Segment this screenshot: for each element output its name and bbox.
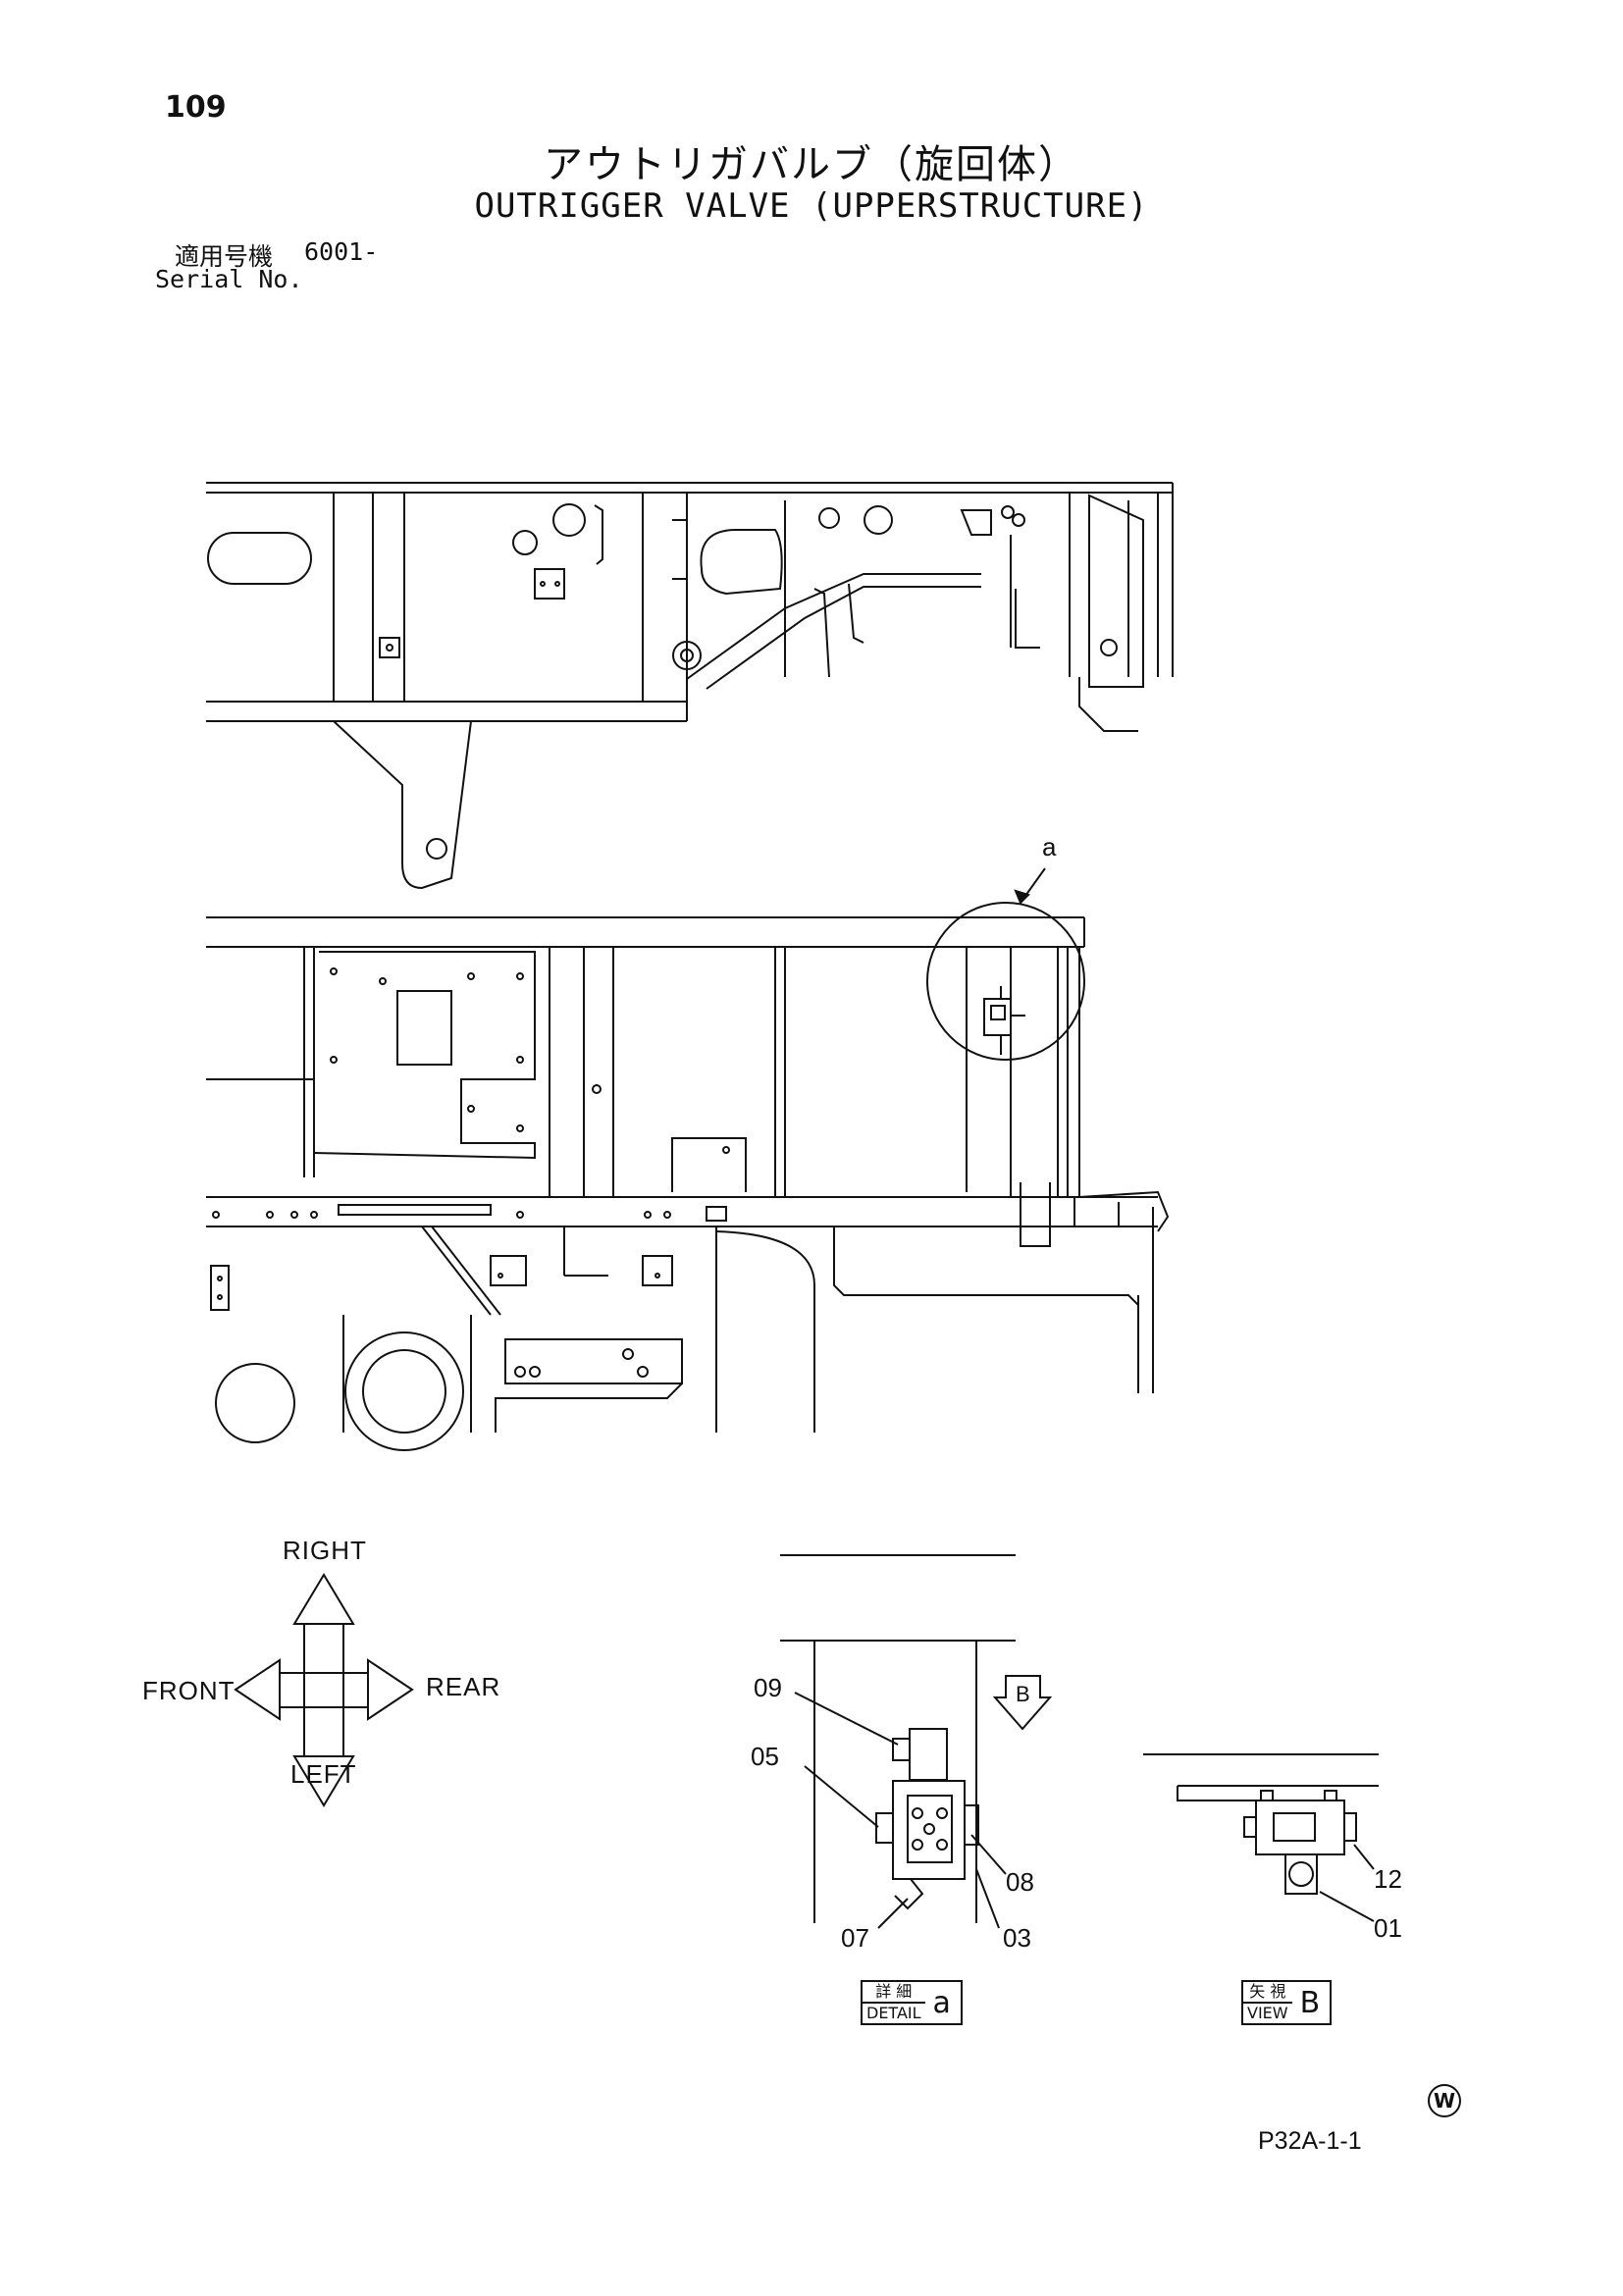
part-callout-08: 08 [1006,1867,1034,1897]
detail-box-en: DETAIL [866,2004,921,2022]
detail-a-view [780,1554,1053,1929]
view-box-en: VIEW [1247,2004,1288,2022]
title-japanese: アウトリガバルブ（旋回体） [544,142,1079,187]
view-b [1143,1753,1379,1922]
detail-a-label-box: 詳 細 DETAIL a [861,1980,963,2025]
detail-box-text: 詳 細 DETAIL [863,1982,925,2023]
part-callout-09: 09 [754,1673,782,1702]
view-box-text: 矢 視 VIEW [1243,1982,1292,2023]
detail-box-jp: 詳 細 [863,1982,925,2004]
title-english: OUTRIGGER VALVE (UPPERSTRUCTURE) [474,186,1149,226]
view-b-arrow-label: B [1016,1682,1030,1706]
serial-label-japanese: 適用号機 [175,242,274,271]
view-b-label-box: 矢 視 VIEW B [1241,1980,1333,2025]
circled-w-mark: W [1428,2084,1461,2117]
direction-left-label: LEFT [290,1759,357,1789]
part-callout-01: 01 [1374,1913,1402,1943]
view-box-letter: B [1299,1986,1321,2020]
detail-box-letter: a [932,1986,951,2020]
direction-rear-label: REAR [426,1672,501,1701]
part-callout-03: 03 [1003,1923,1031,1953]
view-box-jp: 矢 視 [1243,1982,1292,2004]
part-callout-12: 12 [1374,1864,1402,1894]
detail-a-callout: a [1042,832,1057,861]
part-callout-05: 05 [751,1742,779,1771]
serial-value: 6001- [304,237,379,266]
direction-right-label: RIGHT [283,1536,367,1565]
main-frame-view [206,867,1170,1451]
part-callout-07: 07 [841,1923,869,1953]
serial-label-english: Serial No. [155,265,303,293]
page-number: 109 [165,90,227,125]
direction-front-label: FRONT [142,1676,236,1705]
upper-frame-view [206,482,1174,890]
document-code: P32A-1-1 [1258,2127,1362,2155]
direction-compass [234,1573,414,1807]
